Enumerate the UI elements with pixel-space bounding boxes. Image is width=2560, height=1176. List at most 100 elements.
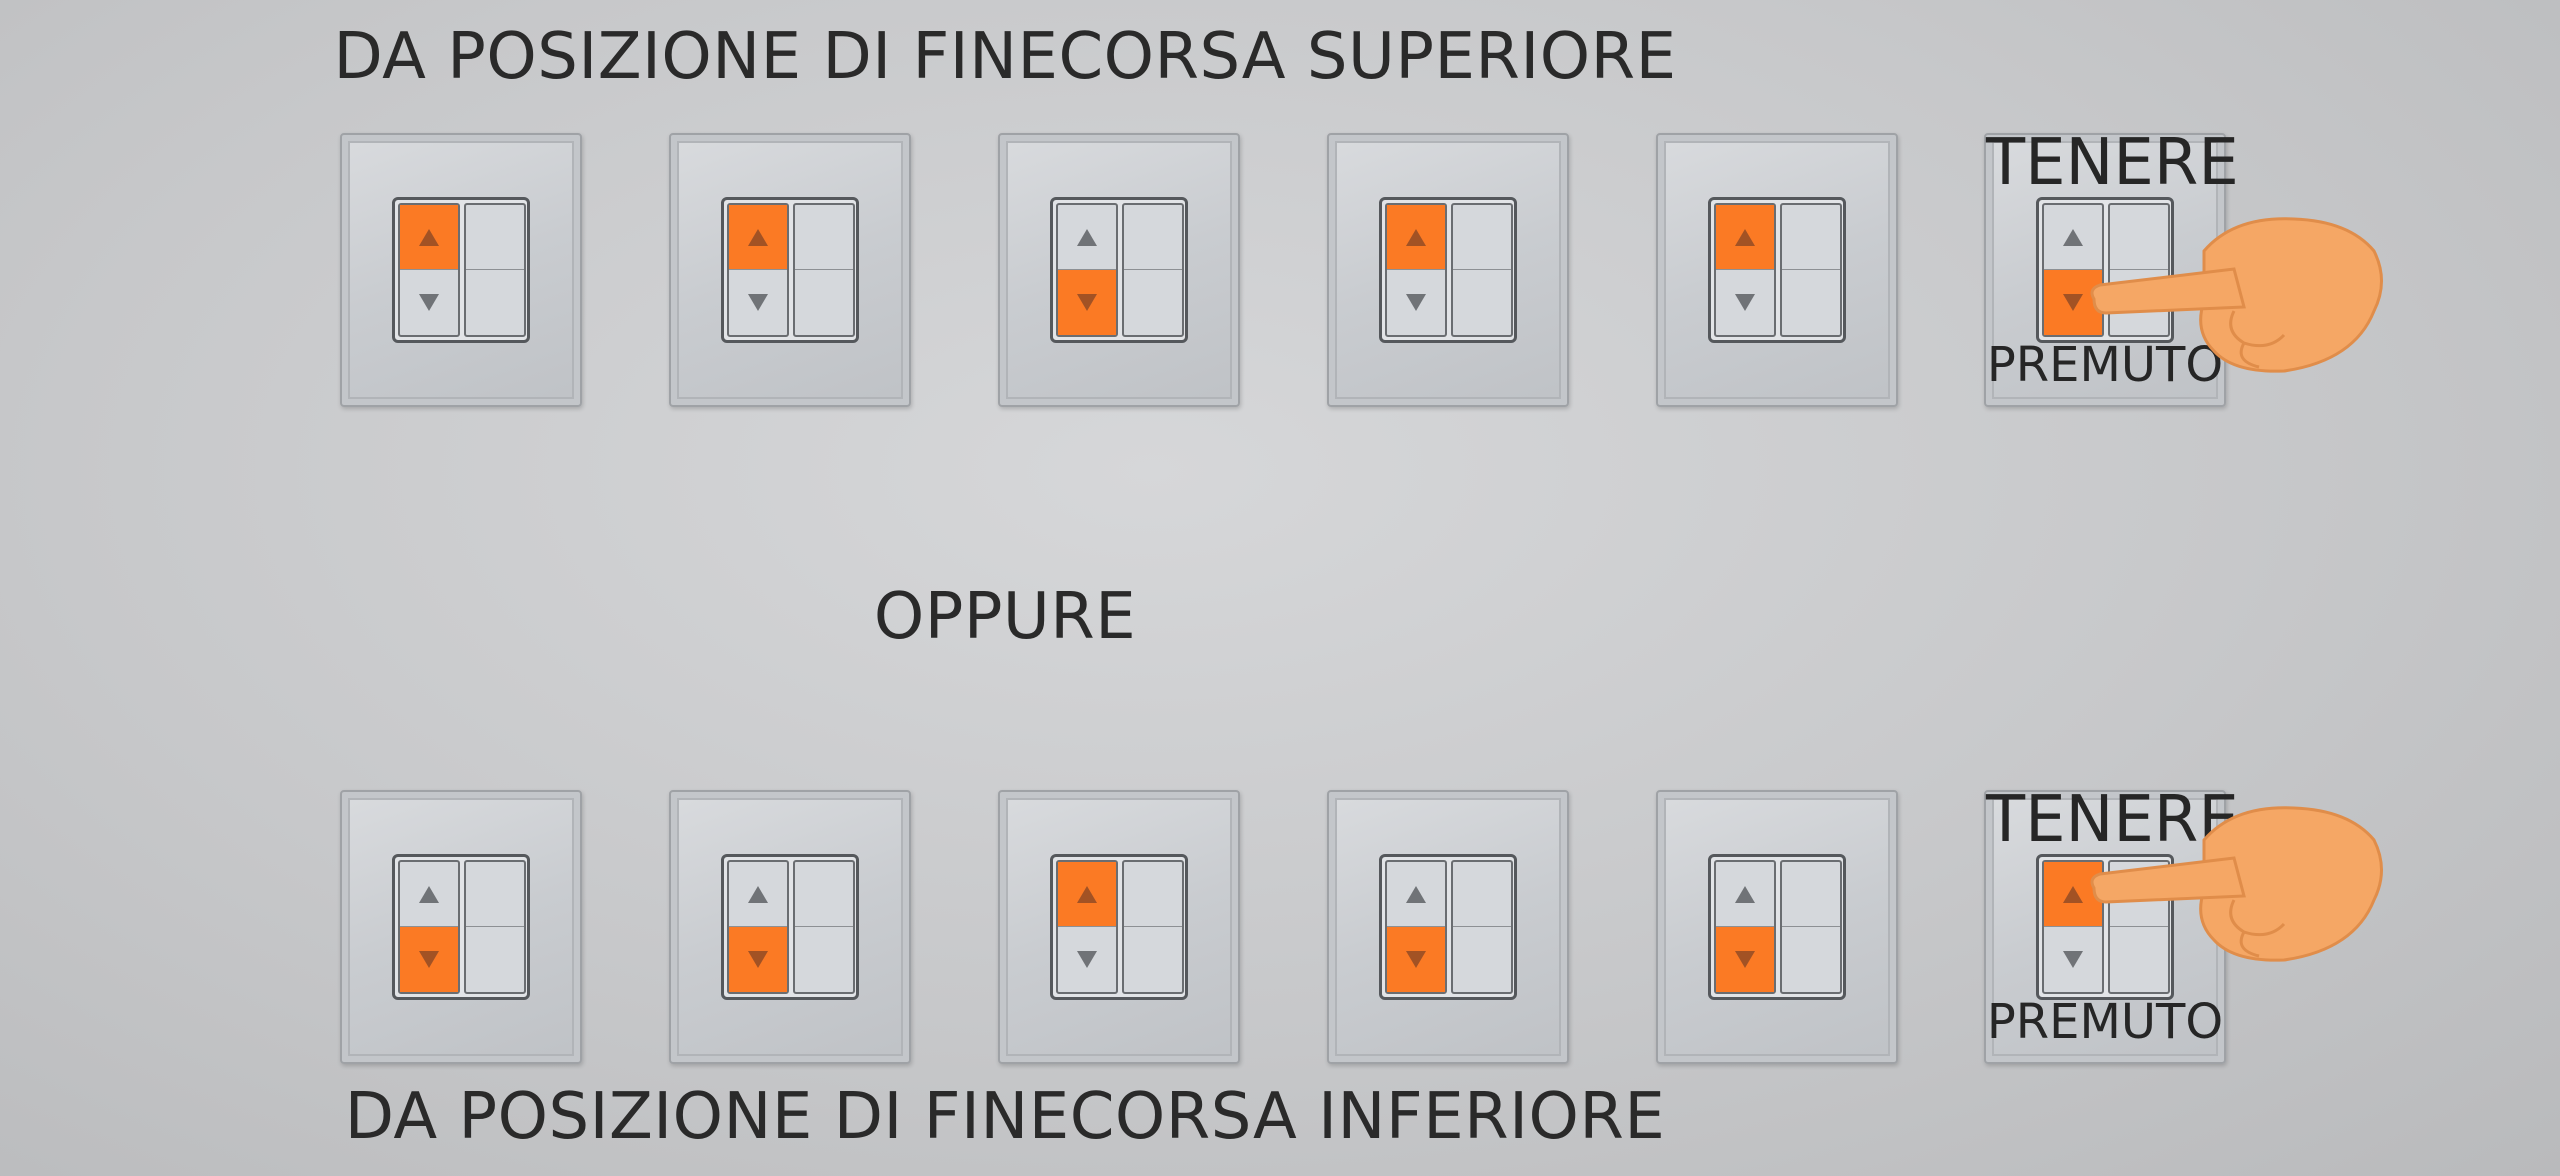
rocker-up-half[interactable]	[400, 862, 458, 927]
rocker-down-half[interactable]	[1716, 927, 1774, 992]
blank-rocker-lower-half[interactable]	[466, 270, 524, 335]
pointing-hand-icon	[2090, 217, 2383, 373]
rocker-up-half[interactable]	[400, 205, 458, 270]
blank-rocker-upper-half[interactable]	[2110, 862, 2168, 927]
blank-rocker-lower-half[interactable]	[795, 927, 853, 992]
down-triangle-icon	[2063, 951, 2083, 968]
blank-rocker[interactable]	[464, 203, 526, 337]
double-rocker-switch	[1050, 854, 1188, 1000]
down-triangle-icon	[748, 951, 768, 968]
rocker-up-half[interactable]	[1716, 205, 1774, 270]
rocker-down-half[interactable]	[400, 927, 458, 992]
rocker-down-half[interactable]	[1058, 270, 1116, 335]
blank-rocker-lower-half[interactable]	[1453, 270, 1511, 335]
hold-label-top: TENERE	[1986, 126, 2239, 200]
blank-rocker[interactable]	[1122, 860, 1184, 994]
rocker-down-half[interactable]	[729, 927, 787, 992]
blank-rocker[interactable]	[1451, 860, 1513, 994]
rocker-down-half[interactable]	[2044, 927, 2102, 992]
up-triangle-icon	[748, 885, 768, 903]
blank-rocker-upper-half[interactable]	[1782, 862, 1840, 927]
rocker-up-half[interactable]	[729, 862, 787, 927]
switch-plate	[1327, 790, 1569, 1064]
shutter-rocker[interactable]	[398, 203, 460, 337]
switch-plate	[998, 133, 1240, 407]
shutter-rocker[interactable]	[398, 860, 460, 994]
rocker-down-half[interactable]	[1387, 270, 1445, 335]
up-triangle-icon	[748, 228, 768, 246]
blank-rocker-upper-half[interactable]	[1453, 205, 1511, 270]
blank-rocker-upper-half[interactable]	[795, 205, 853, 270]
shutter-rocker[interactable]	[727, 860, 789, 994]
blank-rocker-lower-half[interactable]	[1782, 927, 1840, 992]
up-triangle-icon	[1077, 228, 1097, 246]
switch-plate	[669, 790, 911, 1064]
up-triangle-icon	[419, 885, 439, 903]
blank-rocker-lower-half[interactable]	[1124, 270, 1182, 335]
rocker-down-half[interactable]	[1058, 927, 1116, 992]
shutter-rocker[interactable]	[2042, 203, 2104, 337]
rocker-up-half[interactable]	[1387, 862, 1445, 927]
blank-rocker-upper-half[interactable]	[795, 862, 853, 927]
rocker-up-half[interactable]	[1058, 205, 1116, 270]
switch-plate	[340, 790, 582, 1064]
blank-rocker[interactable]	[1451, 203, 1513, 337]
blank-rocker[interactable]	[1122, 203, 1184, 337]
blank-rocker-upper-half[interactable]	[466, 862, 524, 927]
rocker-down-half[interactable]	[729, 270, 787, 335]
rocker-down-half[interactable]	[2044, 270, 2102, 335]
blank-rocker-upper-half[interactable]	[2110, 205, 2168, 270]
up-triangle-icon	[1735, 885, 1755, 903]
blank-rocker[interactable]	[793, 203, 855, 337]
shutter-rocker[interactable]	[1385, 203, 1447, 337]
blank-rocker[interactable]	[1780, 203, 1842, 337]
shutter-rocker[interactable]	[1056, 860, 1118, 994]
rocker-up-half[interactable]	[2044, 205, 2102, 270]
up-triangle-icon	[419, 228, 439, 246]
pointing-hand-icon	[2090, 806, 2383, 962]
rocker-down-half[interactable]	[1387, 927, 1445, 992]
blank-rocker[interactable]	[1780, 860, 1842, 994]
up-triangle-icon	[2063, 885, 2083, 903]
blank-rocker[interactable]	[2108, 203, 2170, 337]
double-rocker-switch	[721, 197, 859, 343]
blank-rocker-lower-half[interactable]	[1782, 270, 1840, 335]
rocker-up-half[interactable]	[1716, 862, 1774, 927]
down-triangle-icon	[1077, 294, 1097, 311]
rocker-up-half[interactable]	[1058, 862, 1116, 927]
blank-rocker-lower-half[interactable]	[1453, 927, 1511, 992]
rocker-down-half[interactable]	[400, 270, 458, 335]
rocker-up-half[interactable]	[1387, 205, 1445, 270]
down-triangle-icon	[1406, 294, 1426, 311]
blank-rocker-lower-half[interactable]	[795, 270, 853, 335]
shutter-rocker[interactable]	[1714, 203, 1776, 337]
down-triangle-icon	[1077, 951, 1097, 968]
shutter-rocker[interactable]	[1714, 860, 1776, 994]
up-triangle-icon	[1406, 228, 1426, 246]
blank-rocker-upper-half[interactable]	[1782, 205, 1840, 270]
switch-plate	[340, 133, 582, 407]
blank-rocker-lower-half[interactable]	[1124, 927, 1182, 992]
double-rocker-switch	[392, 854, 530, 1000]
blank-rocker-upper-half[interactable]	[1124, 862, 1182, 927]
down-triangle-icon	[1735, 294, 1755, 311]
blank-rocker-upper-half[interactable]	[1453, 862, 1511, 927]
rocker-up-half[interactable]	[2044, 862, 2102, 927]
switch-plate	[1656, 133, 1898, 407]
blank-rocker-upper-half[interactable]	[1124, 205, 1182, 270]
shutter-rocker[interactable]	[1056, 203, 1118, 337]
title-or: OPPURE	[873, 580, 1137, 654]
rocker-up-half[interactable]	[729, 205, 787, 270]
up-triangle-icon	[2063, 228, 2083, 246]
blank-rocker-lower-half[interactable]	[466, 927, 524, 992]
blank-rocker[interactable]	[464, 860, 526, 994]
blank-rocker[interactable]	[793, 860, 855, 994]
up-triangle-icon	[1077, 885, 1097, 903]
shutter-rocker[interactable]	[727, 203, 789, 337]
up-triangle-icon	[1735, 228, 1755, 246]
shutter-rocker[interactable]	[1385, 860, 1447, 994]
rocker-down-half[interactable]	[1716, 270, 1774, 335]
blank-rocker-upper-half[interactable]	[466, 205, 524, 270]
